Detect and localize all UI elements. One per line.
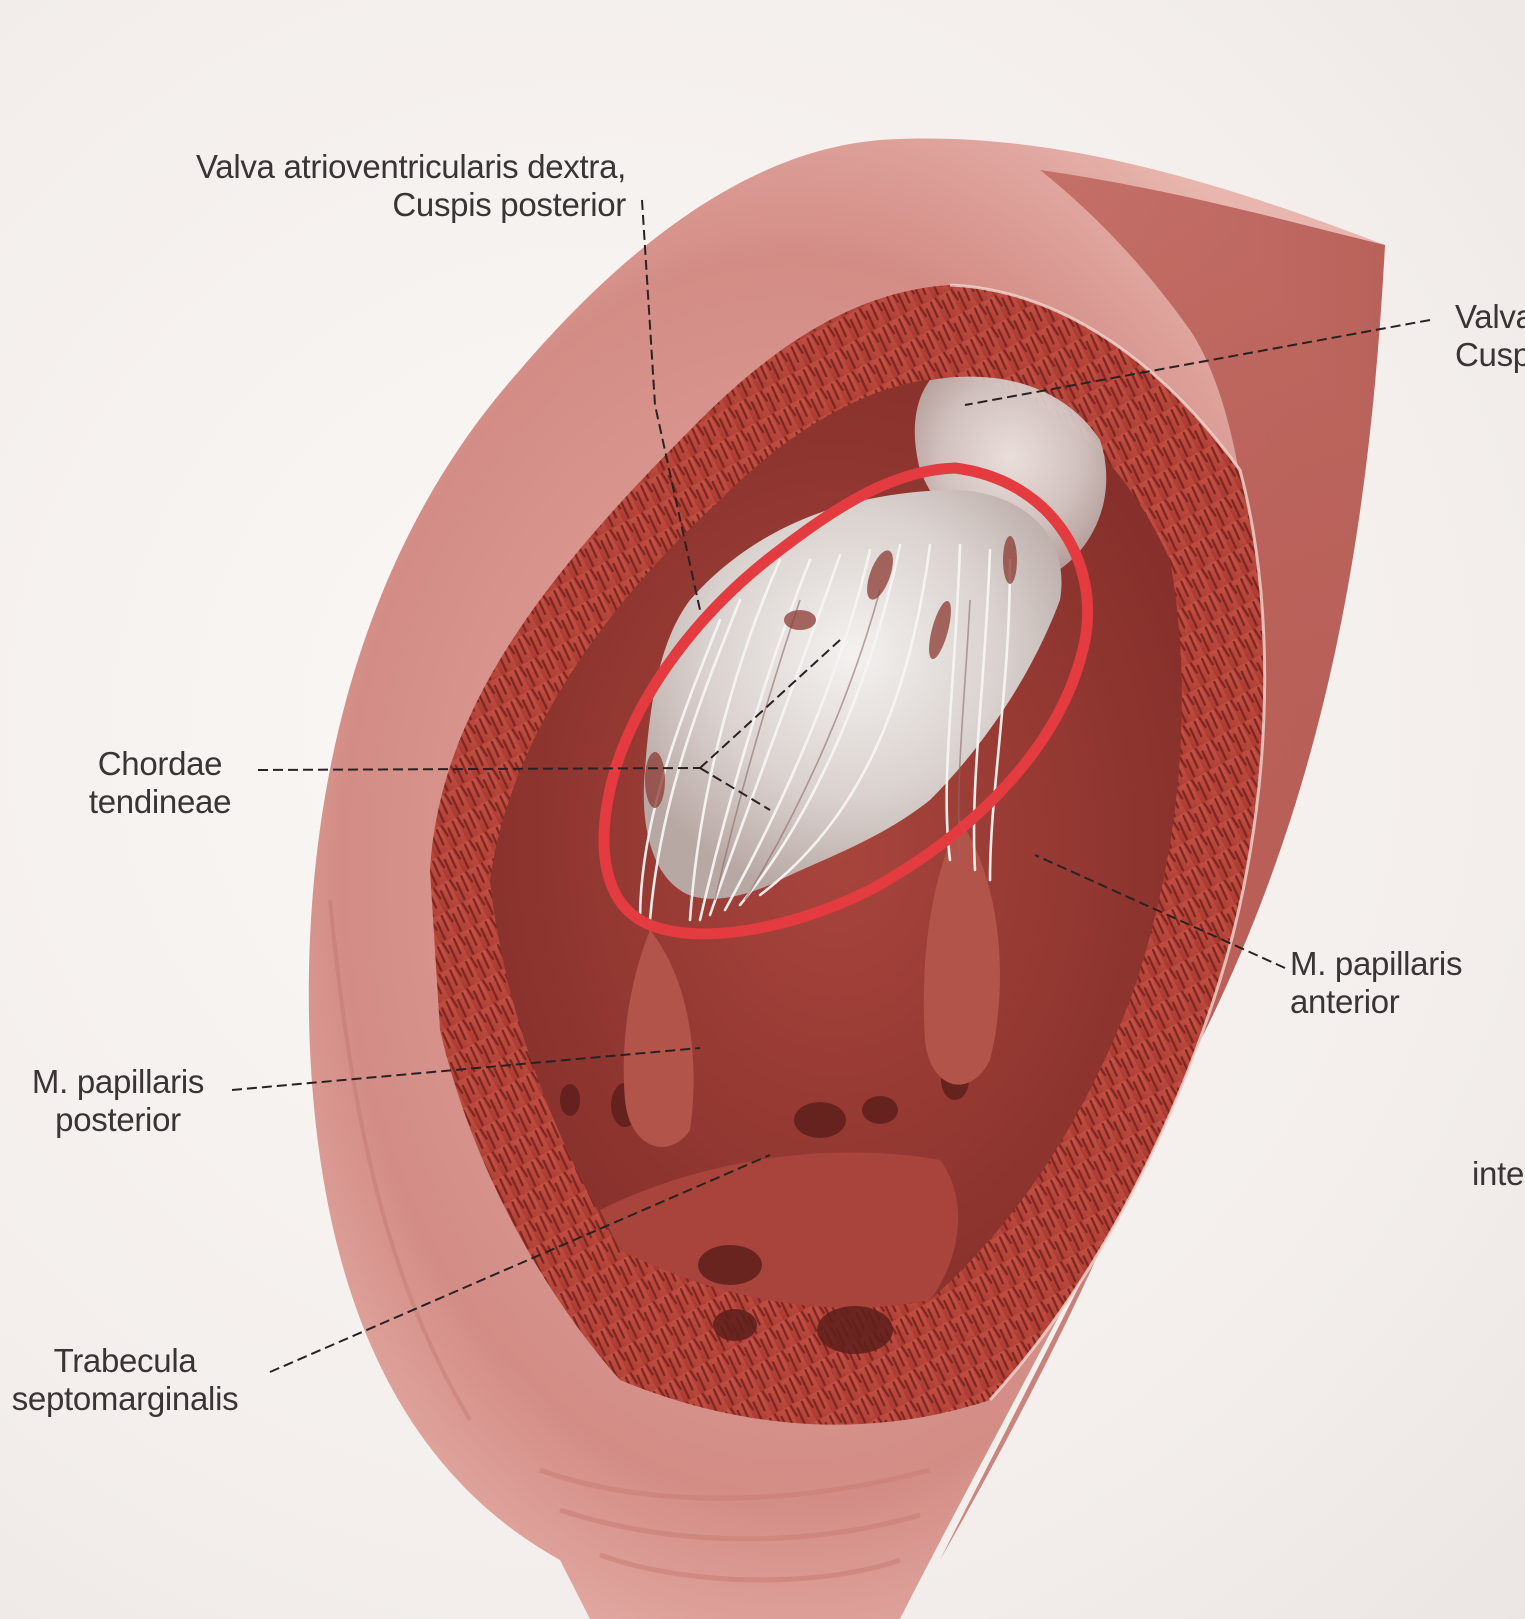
trabecular-holes (560, 1060, 969, 1354)
papillary-anterior-muscle (923, 820, 1000, 1085)
label-trabecula-septomarginalis: Trabecula septomarginalis (11, 1342, 239, 1417)
label-papillaris-posterior: M. papillaris posterior (31, 1063, 205, 1138)
leader-trabecula (269, 1154, 771, 1373)
chordae-gaps (645, 536, 1017, 808)
label-chordae-tendineae: Chordae tendineae (88, 745, 232, 820)
label-inter-cut: inte (1472, 1155, 1525, 1192)
leader-lines (231, 199, 1431, 1373)
papillary-posterior-muscle (623, 930, 694, 1147)
right-wall (940, 170, 1385, 1560)
label-valva-right-cut: Valva Cusp (1455, 298, 1525, 373)
leader-papillaris-posterior (231, 1047, 701, 1091)
leader-valva-right (964, 319, 1431, 406)
highlight-ring (598, 462, 1094, 940)
label-papillaris-anterior: M. papillaris anterior (1290, 945, 1463, 1020)
leader-chordae (257, 767, 701, 771)
leader-papillaris-anterior (1034, 854, 1286, 969)
chordae-strands (638, 543, 1012, 922)
label-valva-posterior: Valva atrioventricularis dextra, Cuspis … (196, 148, 626, 223)
leader-valva-posterior (641, 199, 701, 611)
